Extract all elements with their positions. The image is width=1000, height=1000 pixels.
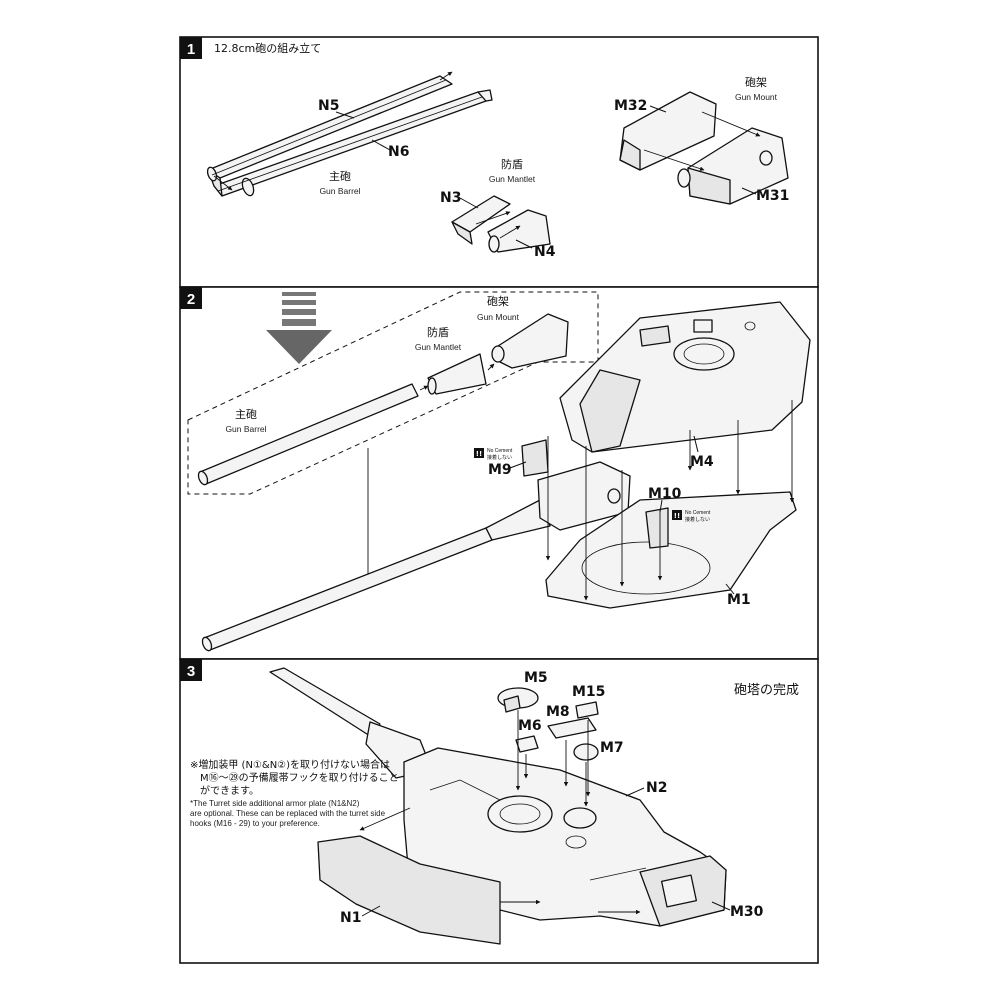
- label-M32: M32: [614, 98, 647, 114]
- turret-mount-block: [521, 439, 631, 531]
- no-cement-callout-1: !! No Cement 接着しない: [474, 448, 513, 461]
- no-cement-en-1: No Cement: [487, 448, 513, 454]
- label-N3: N3: [440, 190, 461, 206]
- step-3-title: 砲塔の完成: [734, 683, 799, 698]
- step-3-number-box: [180, 659, 202, 681]
- turret-shell: [559, 301, 811, 453]
- step-1-title: 12.8cm砲の組み立て: [214, 41, 321, 55]
- label-M5: M5: [524, 670, 548, 686]
- down-arrow-icon: [266, 292, 332, 364]
- note-jp-line-1: ※増加装甲 (N①&N②)を取り付けない場合は: [190, 758, 390, 771]
- completed-turret: [317, 747, 727, 945]
- note-jp-line-3: ができます。: [200, 784, 259, 797]
- gun-mantlet-parts: [451, 195, 551, 253]
- step-2-panel: 2 砲架 Gun Mount 防盾 Gun Mantlet 主砲 Gun Bar…: [179, 286, 819, 660]
- no-cement-callout-2: !! No Cement 接着しない: [672, 510, 711, 523]
- step-2-number: 2: [187, 291, 195, 308]
- label-M10: M10: [648, 486, 682, 502]
- label-N5: N5: [318, 98, 339, 114]
- label-M31: M31: [756, 188, 789, 204]
- subassembly-parts: [197, 313, 569, 486]
- label-M15: M15: [572, 684, 605, 700]
- label-M7: M7: [600, 740, 624, 756]
- no-cement-en-2: No Cement: [685, 510, 711, 516]
- step-2-number-box: [180, 287, 202, 309]
- step-1-panel: 1 12.8cm砲の組み立て N5 N6 主砲 Gun Barrel: [179, 36, 819, 288]
- no-cement-icon: !!: [476, 450, 482, 458]
- step1-gun-mantlet-en: Gun Mantlet: [489, 174, 536, 184]
- step2-gun-barrel-jp: 主砲: [235, 408, 257, 421]
- note-jp-line-2: M⑯～㉙の予備履帯フックを取り付けること: [200, 771, 399, 784]
- gun-mount-parts: [619, 91, 789, 205]
- step-1-number: 1: [187, 41, 195, 58]
- no-cement-icon-2: !!: [674, 512, 680, 520]
- step2-gun-mount-en: Gun Mount: [477, 312, 520, 322]
- note-en-line-2: are optional. These can be replaced with…: [190, 809, 386, 818]
- no-cement-jp-2: 接着しない: [685, 516, 710, 523]
- label-M1: M1: [727, 592, 751, 608]
- label-M9: M9: [488, 462, 512, 478]
- step2-gun-mantlet-en: Gun Mantlet: [415, 342, 462, 352]
- step-3-number: 3: [187, 663, 195, 680]
- label-M6: M6: [518, 718, 542, 734]
- no-cement-jp-1: 接着しない: [487, 454, 512, 461]
- installed-gun: [201, 499, 551, 652]
- step2-gun-mount-jp: 砲架: [487, 295, 509, 308]
- turret-floor: [545, 491, 797, 609]
- step1-gun-barrel-jp: 主砲: [329, 170, 351, 183]
- label-M30: M30: [730, 904, 764, 920]
- step-3-panel: 3 砲塔の完成: [179, 658, 819, 964]
- note-en-line-1: *The Turret side additional armor plate …: [190, 799, 360, 808]
- top-parts: [497, 687, 599, 761]
- step1-gun-barrel-en: Gun Barrel: [319, 186, 360, 196]
- label-N6: N6: [388, 144, 409, 160]
- label-N1: N1: [340, 910, 361, 926]
- gun-barrel-parts: [206, 71, 493, 197]
- step1-gun-mount-en: Gun Mount: [735, 92, 778, 102]
- step2-gun-mantlet-jp: 防盾: [427, 325, 449, 339]
- step2-gun-barrel-en: Gun Barrel: [225, 424, 266, 434]
- subassembly-outline: [187, 291, 599, 495]
- label-M8: M8: [546, 704, 570, 720]
- label-N4: N4: [534, 244, 556, 260]
- note-en-line-3: hooks (M16 - 29) to your preference.: [190, 819, 320, 828]
- label-N2: N2: [646, 780, 667, 796]
- step1-gun-mount-jp: 砲架: [745, 76, 767, 89]
- label-M4: M4: [690, 454, 714, 470]
- step-1-number-box: [180, 37, 202, 59]
- step1-gun-mantlet-jp: 防盾: [501, 157, 523, 171]
